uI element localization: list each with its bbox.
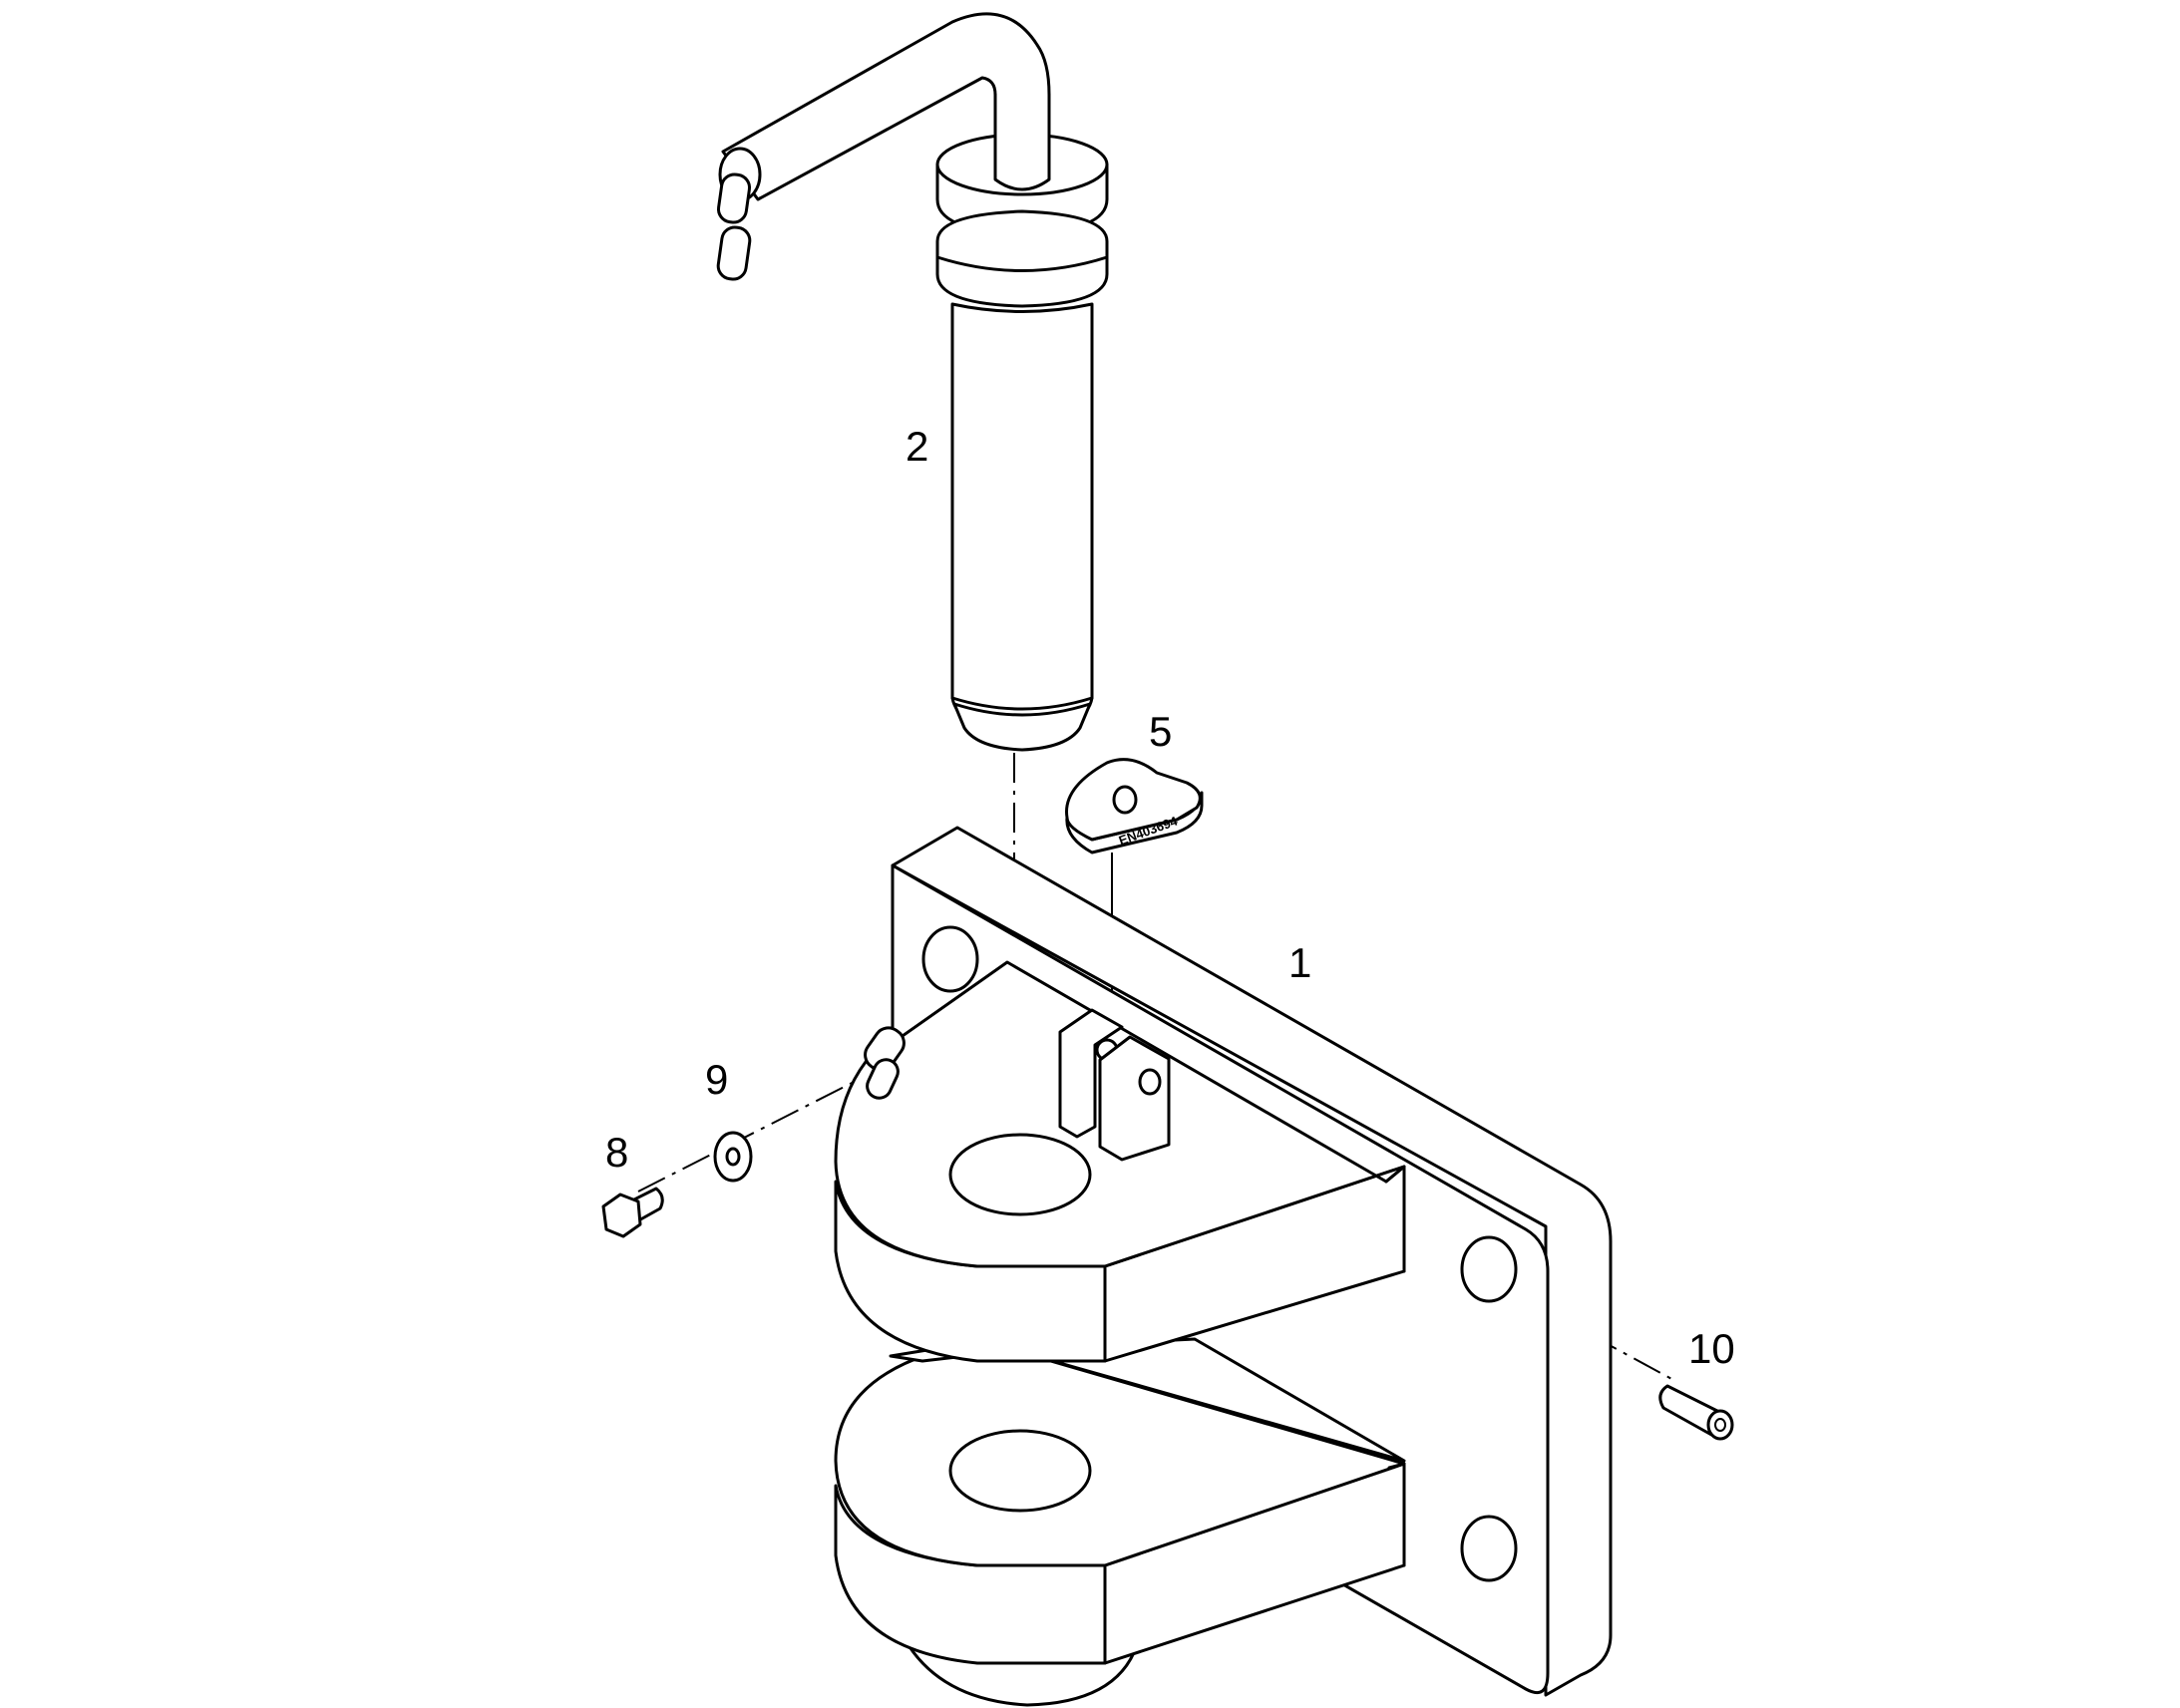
pin-shaft: [950, 302, 1094, 738]
pin-collar-groove: [935, 255, 1109, 272]
pin-tip: [952, 702, 1092, 752]
pin-handle-stem: [993, 93, 1051, 191]
clip-lugs: [1058, 1008, 1171, 1162]
bushing-bore: [1714, 1418, 1726, 1432]
jaw-chain-link-2: [866, 1058, 900, 1100]
upper-jaw-pin-hole: [948, 1133, 1092, 1216]
mounting-hole-top-left: [921, 925, 979, 993]
callout-10: 10: [1688, 1325, 1735, 1372]
callout-5: 5: [1149, 708, 1172, 755]
callouts: 1 2 5 8 9 10: [605, 423, 1735, 1372]
plate-thickness-face: [891, 826, 1613, 1697]
screw-head: [601, 1193, 642, 1238]
callout-8: 8: [605, 1129, 628, 1176]
lower-jaw-pin-hole: [948, 1429, 1092, 1513]
mounting-hole-mid-right: [1460, 1235, 1518, 1303]
screw: [601, 1187, 664, 1238]
bushing: [1658, 1384, 1734, 1441]
pin-collar-lower: [935, 209, 1109, 308]
lower-jaw: [834, 1339, 1406, 1665]
pin-handle-bar: [721, 12, 1051, 201]
callout-1: 1: [1288, 939, 1311, 986]
callout-2: 2: [906, 423, 928, 470]
lug-hole: [1138, 1068, 1162, 1096]
hitch-pin: [716, 12, 1109, 752]
clip-hole: [1112, 785, 1138, 815]
washer-inner: [725, 1147, 741, 1167]
lug-left: [1058, 1008, 1124, 1139]
lower-jaw-end: [1387, 1462, 1406, 1567]
callout-9: 9: [705, 1056, 728, 1103]
upper-jaw-end: [1384, 1165, 1406, 1273]
screw-axis: [637, 1074, 869, 1193]
pin-chain-link-2: [716, 225, 752, 281]
mounting-hole-bottom-right: [1460, 1515, 1518, 1582]
lug-right: [1098, 1035, 1171, 1162]
pin-chain-link-1: [716, 172, 752, 224]
jaw-chain-link-1: [864, 1026, 906, 1072]
pin-shaft-taper: [950, 696, 1094, 711]
jaw-chain: [864, 1026, 906, 1100]
spring-clip: EN403694: [1065, 758, 1204, 854]
bushing-end: [1706, 1409, 1734, 1441]
washer: [713, 1131, 753, 1183]
